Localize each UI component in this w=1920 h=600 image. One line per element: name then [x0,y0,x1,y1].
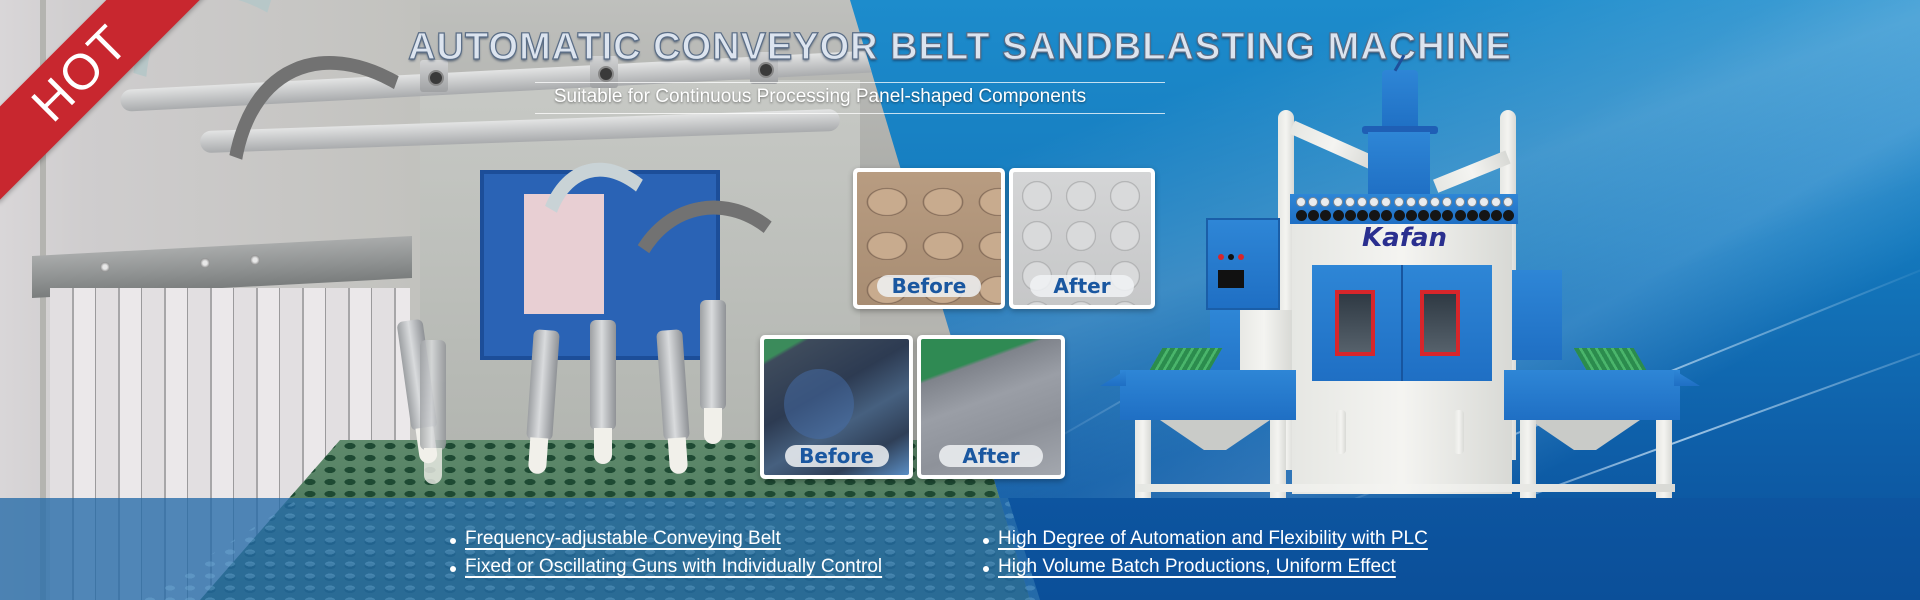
pressure-gauge-icon [1357,197,1367,207]
before-sample-image: Before [857,172,1001,305]
hopper [1530,420,1640,450]
pressure-gauge-icon [1308,197,1319,207]
bolt [200,258,210,268]
frame-leg [1520,420,1536,510]
regulator-knob-icon [1454,210,1466,221]
viewing-window [1335,290,1375,356]
before-label: Before [784,445,889,467]
regulator-knob-icon [1405,210,1417,221]
plc-touchscreen [1218,270,1244,288]
pressure-gauge-icon [1332,197,1343,207]
pressure-gauge-icon [1454,197,1465,207]
feature-list-right: High Degree of Automation and Flexibilit… [983,526,1428,582]
bolt [250,255,260,265]
regulator-knob-icon [1479,210,1490,221]
feature-item: High Volume Batch Productions, Uniform E… [983,554,1428,580]
pressure-gauge-icon [1393,197,1404,207]
brand-logo: Kafan [1362,223,1448,253]
bullet-icon [983,538,989,544]
regulator-knob-icon [1369,210,1381,221]
before-sample-image: Before [764,339,909,475]
pressure-gauge-icon [1442,197,1453,207]
pressure-gauge-icon [1418,197,1428,207]
cyclone-top [1382,70,1418,130]
pressure-gauge-icon [1344,197,1355,207]
blast-gun [700,300,726,444]
comparison-thumb-before-1[interactable]: Before [853,168,1005,309]
viewing-window [1420,290,1460,356]
regulator-knob-icon [1332,210,1344,221]
outfeed-conveyor [1504,370,1680,420]
regulator-knob-icon [1393,210,1405,221]
pressure-gauge-icon [1369,197,1380,207]
bolt [100,262,110,272]
frame-rail [1135,484,1675,492]
feature-band [0,498,1920,600]
pressure-gauge-icon [1466,197,1477,207]
feature-link-plc-automation[interactable]: High Degree of Automation and Flexibilit… [998,528,1428,549]
after-label: After [939,445,1043,467]
subtitle-top-rule [535,82,1165,83]
pressure-gauge-icon [1503,197,1514,207]
frame-leg [1270,420,1286,510]
feature-link-conveying-belt[interactable]: Frequency-adjustable Conveying Belt [465,528,781,549]
pressure-gauge-icon [1296,197,1306,207]
regulator-knob-icon [1442,210,1454,221]
control-box [1206,218,1280,310]
hopper [1160,420,1270,450]
banner-title: AUTOMATIC CONVEYOR BELT SANDBLASTING MAC… [408,25,1512,68]
pressure-gauge-icon [1381,197,1392,207]
feature-item: Fixed or Oscillating Guns with Individua… [450,554,882,580]
regulator-knob-icon [1296,210,1307,221]
subtitle-bottom-rule [535,113,1165,114]
regulator-knob-icon [1491,210,1503,221]
comparison-thumb-before-2[interactable]: Before [760,335,913,479]
pressure-gauge-icon [1320,197,1331,207]
cyclone-body [1368,132,1430,196]
outfeed-belt [1573,348,1647,370]
regulator-knob-icon [1344,210,1356,221]
pressure-gauge-icon [1491,197,1502,207]
blast-gun [590,320,616,464]
after-label: After [1030,275,1134,297]
regulator-knob-icon [1320,210,1332,221]
after-sample-image: After [921,339,1061,475]
regulator-knob-icon [1503,210,1515,221]
feature-link-batch-production[interactable]: High Volume Batch Productions, Uniform E… [998,556,1396,577]
banner-subtitle: Suitable for Continuous Processing Panel… [553,86,1087,107]
bullet-icon [450,566,456,572]
feature-list-left: Frequency-adjustable Conveying Belt Fixe… [450,526,882,582]
infeed-belt [1149,348,1223,370]
pressure-gauge-icon [1430,197,1441,207]
feature-item: Frequency-adjustable Conveying Belt [450,526,882,552]
regulator-knob-icon [1357,210,1368,221]
regulator-knob-icon [1308,210,1320,221]
regulator-knob-icon [1381,210,1393,221]
comparison-thumb-after-2[interactable]: After [917,335,1065,479]
bullet-icon [983,566,989,572]
blast-gun [420,340,446,484]
bullet-icon [450,538,456,544]
frame-leg [1135,420,1151,510]
pressure-gauge-icon [1479,197,1489,207]
infeed-conveyor [1120,370,1296,420]
pressure-gauge-icon [1405,197,1416,207]
sandblasting-machine-image[interactable]: Kafan [1060,54,1740,510]
regulator-knob-icon [1418,210,1429,221]
feature-item: High Degree of Automation and Flexibilit… [983,526,1428,552]
feature-link-guns-control[interactable]: Fixed or Oscillating Guns with Individua… [465,556,883,577]
regulator-knob-icon [1430,210,1442,221]
frame-leg [1656,420,1672,510]
after-sample-image: After [1013,172,1151,305]
comparison-thumb-after-1[interactable]: After [1009,168,1155,309]
before-label: Before [877,275,981,297]
regulator-knob-icon [1466,210,1478,221]
